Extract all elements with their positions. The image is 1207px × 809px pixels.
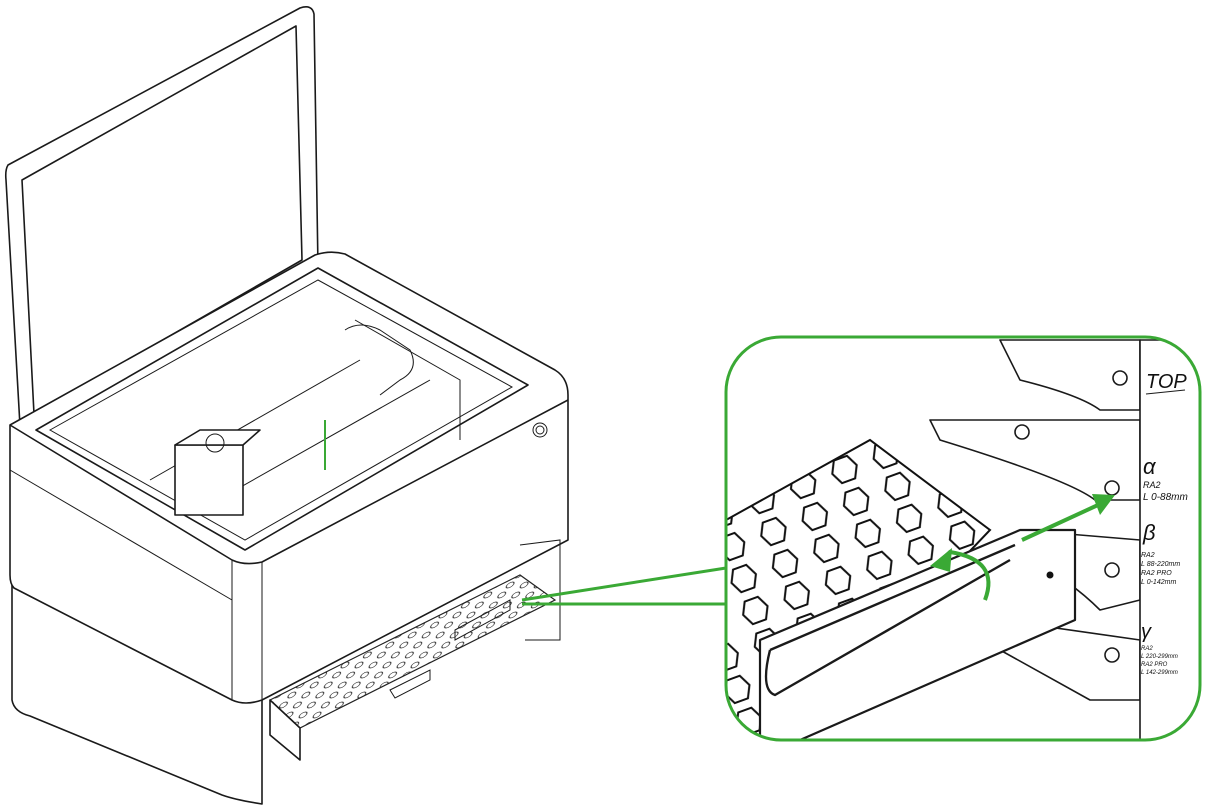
label-gamma-range1: L 220-299mm bbox=[1141, 654, 1178, 660]
machine-drawing bbox=[4, 6, 569, 805]
open-lid bbox=[4, 6, 319, 434]
label-alpha-model: RA2 bbox=[1143, 480, 1161, 490]
label-beta-model2: RA2 PRO bbox=[1141, 570, 1172, 577]
label-alpha-range: L 0-88mm bbox=[1143, 492, 1188, 503]
label-alpha: α bbox=[1143, 454, 1157, 479]
insert-arrow-icon bbox=[1021, 494, 1115, 542]
label-beta-model1: RA2 bbox=[1141, 552, 1155, 559]
rotate-arrow-icon bbox=[930, 548, 991, 601]
detail-inset: TOP α RA2 L 0-88mm β RA2 L 88-220mm RA2 … bbox=[724, 335, 1202, 742]
label-gamma-model1: RA2 bbox=[1141, 646, 1153, 652]
label-top: TOP bbox=[1146, 371, 1187, 393]
label-beta: β bbox=[1142, 520, 1156, 545]
label-gamma-model2: RA2 PRO bbox=[1141, 662, 1168, 668]
inset-border bbox=[724, 335, 1202, 742]
label-beta-range1: L 88-220mm bbox=[1141, 561, 1180, 568]
label-beta-range2: L 0-142mm bbox=[1141, 579, 1176, 586]
label-gamma-range2: L 142-299mm bbox=[1141, 670, 1178, 676]
callout-lines bbox=[521, 566, 727, 606]
slot-labels: TOP α RA2 L 0-88mm β RA2 L 88-220mm RA2 … bbox=[1141, 371, 1188, 676]
label-gamma: γ bbox=[1141, 621, 1152, 643]
machine-body bbox=[9, 251, 569, 805]
